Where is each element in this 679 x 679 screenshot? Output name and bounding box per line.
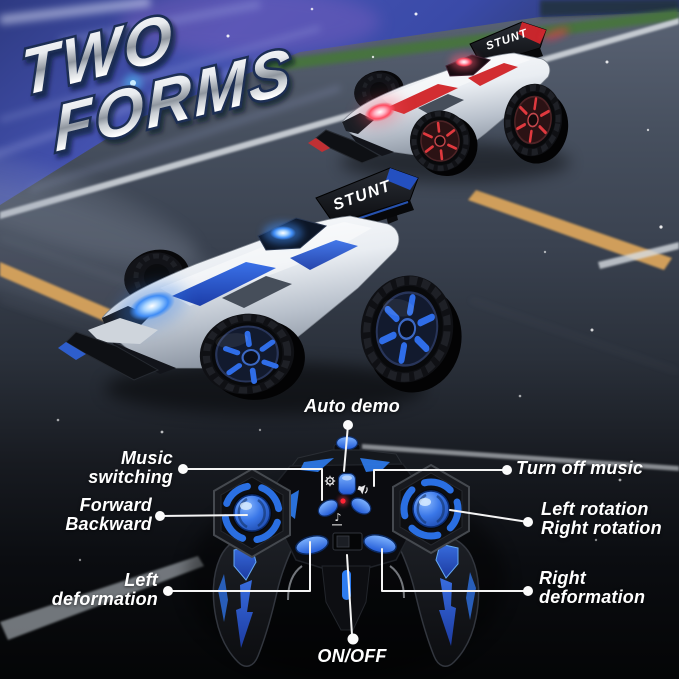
callout-dot-rotation (523, 517, 533, 527)
callout-lines (159, 424, 529, 636)
mute-button (350, 497, 372, 515)
label-forward-backward: Forward Backward (65, 495, 152, 535)
label-auto-demo: Auto demo (304, 396, 400, 416)
callout-dot-turn-off-music (502, 465, 512, 475)
lane-marking-white-right (598, 242, 679, 269)
lane-marking-white-bottom-left (0, 556, 204, 640)
red-car-front-wheel (409, 110, 478, 177)
callout-line-forward-backward (159, 514, 248, 517)
callout-dot-left-deformation (163, 586, 173, 596)
callout-line-right-deformation (381, 548, 529, 592)
lens-flare (124, 74, 142, 92)
callout-line-music-switching (182, 468, 323, 501)
power-switch (332, 532, 363, 551)
callout-line-on-off (346, 554, 353, 636)
label-left-deformation: Left deformation (51, 570, 158, 610)
blue-car-body (58, 215, 400, 381)
callout-dot-music-switching (178, 464, 188, 474)
callout-dot-right-deformation (523, 586, 533, 596)
red-stunt-car: STUNT (308, 21, 570, 182)
right-grip (389, 531, 480, 667)
left-grip (212, 531, 303, 667)
left-trigger-button (295, 535, 329, 555)
callout-dots (155, 420, 533, 645)
right-joystick (392, 463, 470, 555)
blue-car-front-wheel (199, 313, 305, 400)
red-car-body (308, 52, 551, 164)
callout-dot-auto-demo (343, 420, 353, 430)
callout-line-left-deformation (167, 541, 311, 592)
music-button (317, 499, 339, 517)
blue-car-rear-wheel (360, 275, 462, 393)
remote-controller: ♪ (186, 435, 506, 679)
red-car-rear-wheel (503, 83, 569, 164)
lane-markings (0, 190, 679, 640)
label-music-switching: Music switching (88, 448, 173, 488)
speaker-icon (357, 484, 368, 495)
left-joystick (213, 467, 291, 559)
grass-strip (258, 9, 679, 73)
auto-demo-button (337, 472, 357, 496)
callout-dot-forward-backward (155, 511, 165, 521)
gear-icon (324, 475, 336, 487)
power-led (338, 496, 348, 506)
label-right-deformation: Right deformation (539, 568, 646, 608)
callout-dot-on-off (347, 633, 359, 645)
lane-marking-yellow-left (0, 262, 112, 322)
lane-marking-yellow-right (468, 190, 672, 270)
music-note-icon: ♪ (334, 511, 341, 524)
callout-line-turn-off-music (373, 469, 508, 487)
label-turn-off-music: Turn off music (516, 458, 644, 478)
right-trigger-button (363, 534, 397, 554)
lane-marking-white-mid (362, 444, 679, 471)
callout-line-auto-demo (343, 424, 349, 472)
sky-motion-streaks (0, 0, 341, 192)
label-left-right-rotation: Left rotation Right rotation (541, 499, 662, 539)
label-on-off: ON/OFF (317, 646, 387, 666)
callout-line-rotation (449, 509, 529, 523)
